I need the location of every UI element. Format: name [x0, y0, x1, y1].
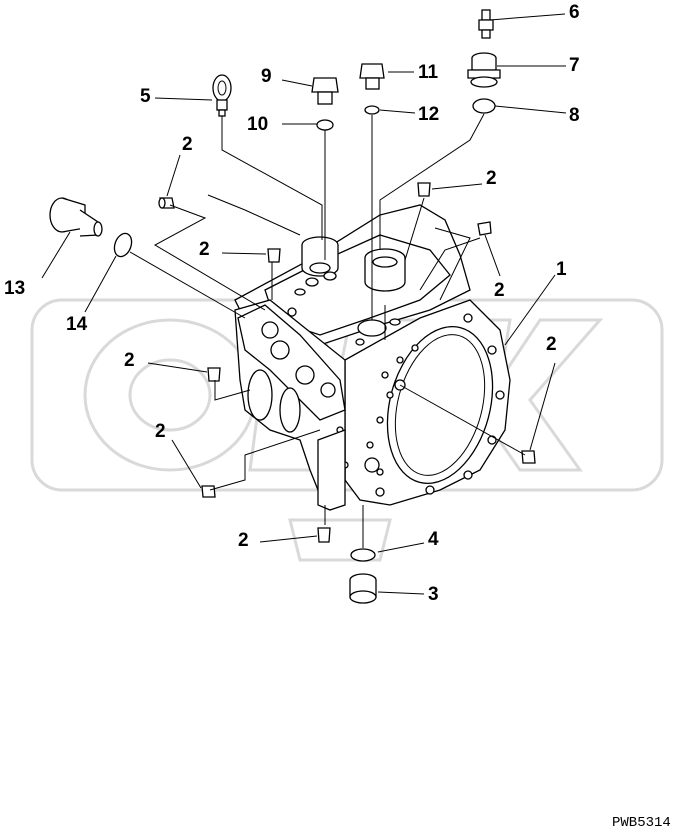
- callout-6: 6: [569, 2, 580, 23]
- callout-10: 10: [247, 114, 268, 135]
- seal-4: [350, 548, 376, 562]
- bolt-9: [311, 77, 339, 105]
- seal-12: [364, 105, 380, 115]
- callout-11: 11: [418, 62, 439, 83]
- callout-2-upper-mid: 2: [199, 239, 210, 260]
- callout-9: 9: [261, 66, 272, 87]
- callout-2-top-right: 2: [486, 168, 497, 189]
- callout-1: 1: [556, 259, 567, 280]
- bolt-11: [359, 63, 385, 90]
- callout-7: 7: [569, 55, 580, 76]
- callout-5: 5: [140, 86, 151, 107]
- callout-2-left-lower: 2: [155, 421, 166, 442]
- callout-12: 12: [418, 104, 439, 125]
- plug-13: [49, 197, 103, 237]
- callout-2-right-lower: 2: [546, 334, 557, 355]
- plug-7: [467, 52, 501, 88]
- callout-2-left-mid: 2: [124, 350, 135, 371]
- callout-2-bottom: 2: [238, 530, 249, 551]
- callout-14: 14: [66, 314, 88, 335]
- eye-bolt-5: [212, 74, 232, 117]
- callout-4: 4: [428, 529, 439, 550]
- plug-3: [349, 573, 377, 604]
- leader-lines: [41, 13, 567, 595]
- drawing-code: PWB5314: [612, 815, 671, 831]
- callout-labels: 1 2 2 2 2 2 2 2 2 3 4 5 6 7 8 9 10 11 12…: [4, 2, 580, 605]
- seal-8: [472, 98, 496, 114]
- callout-2-top-left: 2: [182, 134, 193, 155]
- callout-13: 13: [4, 278, 25, 299]
- callout-8: 8: [569, 105, 580, 126]
- seal-10: [316, 119, 334, 131]
- callout-2-right-mid: 2: [494, 280, 505, 301]
- fitting-6: [478, 9, 494, 39]
- o-ring-14: [113, 232, 133, 258]
- callout-3: 3: [428, 584, 439, 605]
